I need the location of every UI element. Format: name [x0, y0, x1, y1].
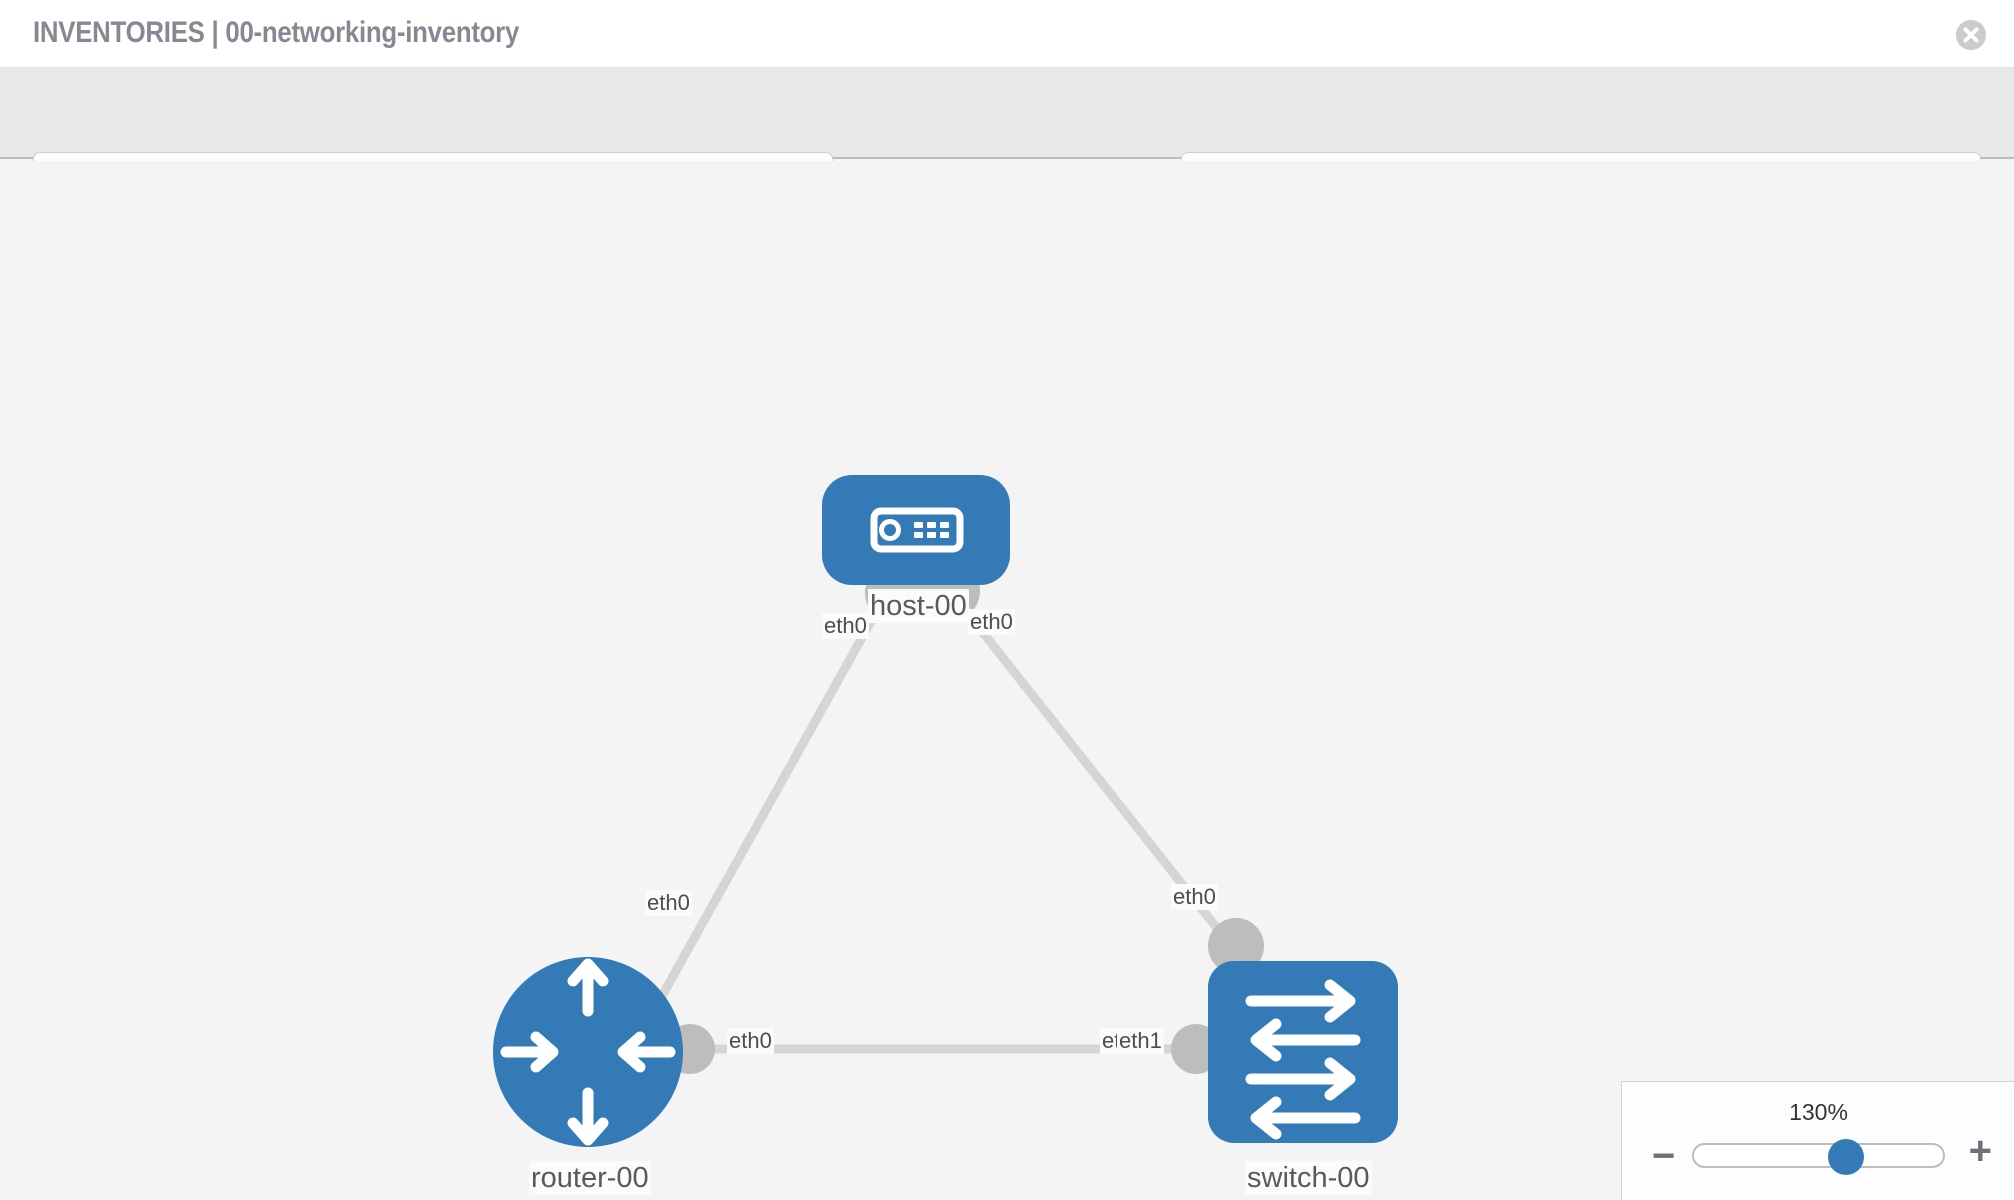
- zoom-control-panel: 130% − +: [1621, 1081, 2014, 1200]
- zoom-slider-handle[interactable]: [1827, 1139, 1864, 1175]
- topology-links: [644, 588, 1247, 1054]
- iface-label-switch-left: eth1: [1117, 1028, 1164, 1054]
- zoom-level-value: 130%: [1789, 1099, 1848, 1125]
- close-icon[interactable]: [1956, 20, 1986, 50]
- zoom-in-button[interactable]: +: [1968, 1129, 1992, 1173]
- node-switch-00: [1208, 961, 1398, 1143]
- node-router-00: [493, 957, 683, 1147]
- page-header: INVENTORIES | 00-networking-inventory: [0, 0, 2014, 68]
- node-host-00: [822, 475, 1010, 585]
- iface-label-router-right: eth0: [727, 1028, 774, 1054]
- zoom-out-button[interactable]: −: [1652, 1134, 1676, 1178]
- toolbar: ACTIONS SEARCH: [0, 68, 2014, 207]
- node-label-host-00: host-00: [868, 589, 969, 623]
- iface-label-host-right: eth0: [968, 609, 1015, 635]
- node-label-router-00: router-00: [529, 1161, 651, 1195]
- page-title: INVENTORIES | 00-networking-inventory: [33, 16, 520, 49]
- link-host-router: [644, 588, 892, 1024]
- topology-interfaces: [665, 561, 1264, 1074]
- iface-switch-topleft: [1208, 918, 1264, 974]
- iface-label-switch-up: eth0: [1171, 884, 1218, 910]
- zoom-slider[interactable]: [1692, 1139, 1945, 1175]
- iface-label-router-up: eth0: [645, 890, 692, 916]
- topology-canvas[interactable]: host-00 router-00 switch-00 eth0 eth0 et…: [0, 161, 2014, 1200]
- node-label-switch-00: switch-00: [1245, 1161, 1372, 1195]
- iface-label-host-left: eth0: [822, 613, 869, 639]
